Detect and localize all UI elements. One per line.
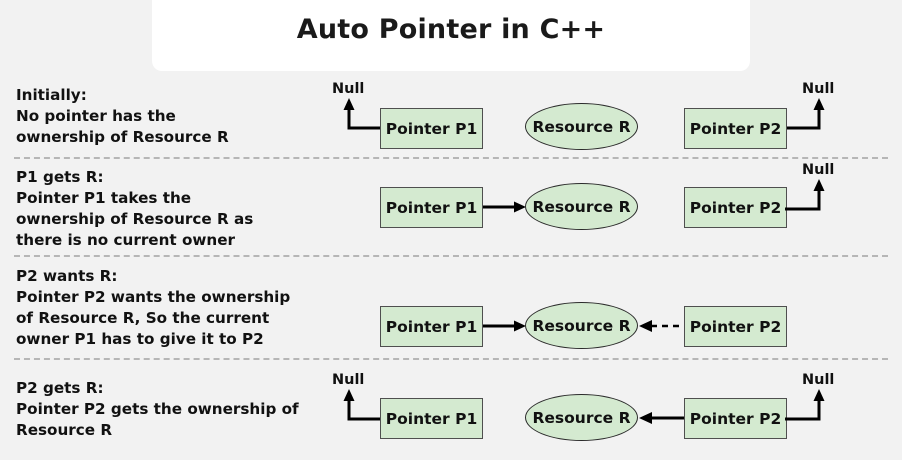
arrow-p2-to-null-row4: [785, 389, 825, 421]
node-resource-r-row3: Resource R: [525, 302, 638, 349]
divider-after-row3: [14, 358, 888, 360]
node-resource-r-row4: Resource R: [525, 394, 638, 441]
arrow-p1-to-null-row4: [343, 389, 388, 421]
null-label-p1-row4: Null: [332, 372, 365, 388]
arrow-p1-to-resource-row2: [483, 201, 526, 213]
caption-p1gets-heading: P1 gets R:: [16, 168, 104, 186]
node-pointer-p1-row1: Pointer P1: [380, 108, 483, 149]
null-label-p2-row4: Null: [802, 372, 835, 388]
caption-p2gets-body: Pointer P2 gets the ownership of Resourc…: [16, 400, 299, 439]
node-pointer-p2-row1: Pointer P2: [684, 108, 787, 149]
null-label-p2-row1: Null: [802, 81, 835, 97]
arrow-p2-to-resource-row4: [639, 412, 684, 424]
arrow-p1-to-null-row1: [343, 98, 388, 130]
arrow-p2-to-null-row2: [785, 179, 825, 211]
node-pointer-p2-row4: Pointer P2: [684, 398, 787, 439]
divider-after-row2: [14, 255, 888, 257]
caption-p2wants-heading: P2 wants R:: [16, 267, 118, 285]
node-pointer-p1-row4: Pointer P1: [380, 398, 483, 439]
node-pointer-p1-row3: Pointer P1: [380, 306, 483, 347]
node-pointer-p2-row3: Pointer P2: [684, 306, 787, 347]
caption-initially-body: No pointer has the ownership of Resource…: [16, 107, 229, 146]
null-label-p1-row1: Null: [332, 81, 365, 97]
caption-p1gets-body: Pointer P1 takes the ownership of Resour…: [16, 189, 254, 249]
arrow-p2-requests-resource-row3: [639, 320, 684, 332]
title-card: Auto Pointer in C++: [152, 0, 750, 71]
node-pointer-p1-row2: Pointer P1: [380, 187, 483, 228]
page-title: Auto Pointer in C++: [296, 14, 606, 45]
node-resource-r-row1: Resource R: [525, 103, 638, 150]
caption-initially-heading: Initially:: [16, 86, 87, 104]
arrow-p1-to-resource-row3: [483, 320, 526, 332]
caption-p2wants-body: Pointer P2 wants the ownership of Resour…: [16, 288, 291, 348]
arrow-p2-to-null-row1: [785, 98, 825, 130]
divider-after-row1: [14, 157, 888, 159]
node-resource-r-row2: Resource R: [525, 183, 638, 230]
node-pointer-p2-row2: Pointer P2: [684, 187, 787, 228]
null-label-p2-row2: Null: [802, 162, 835, 178]
caption-p2gets-heading: P2 gets R:: [16, 379, 104, 397]
